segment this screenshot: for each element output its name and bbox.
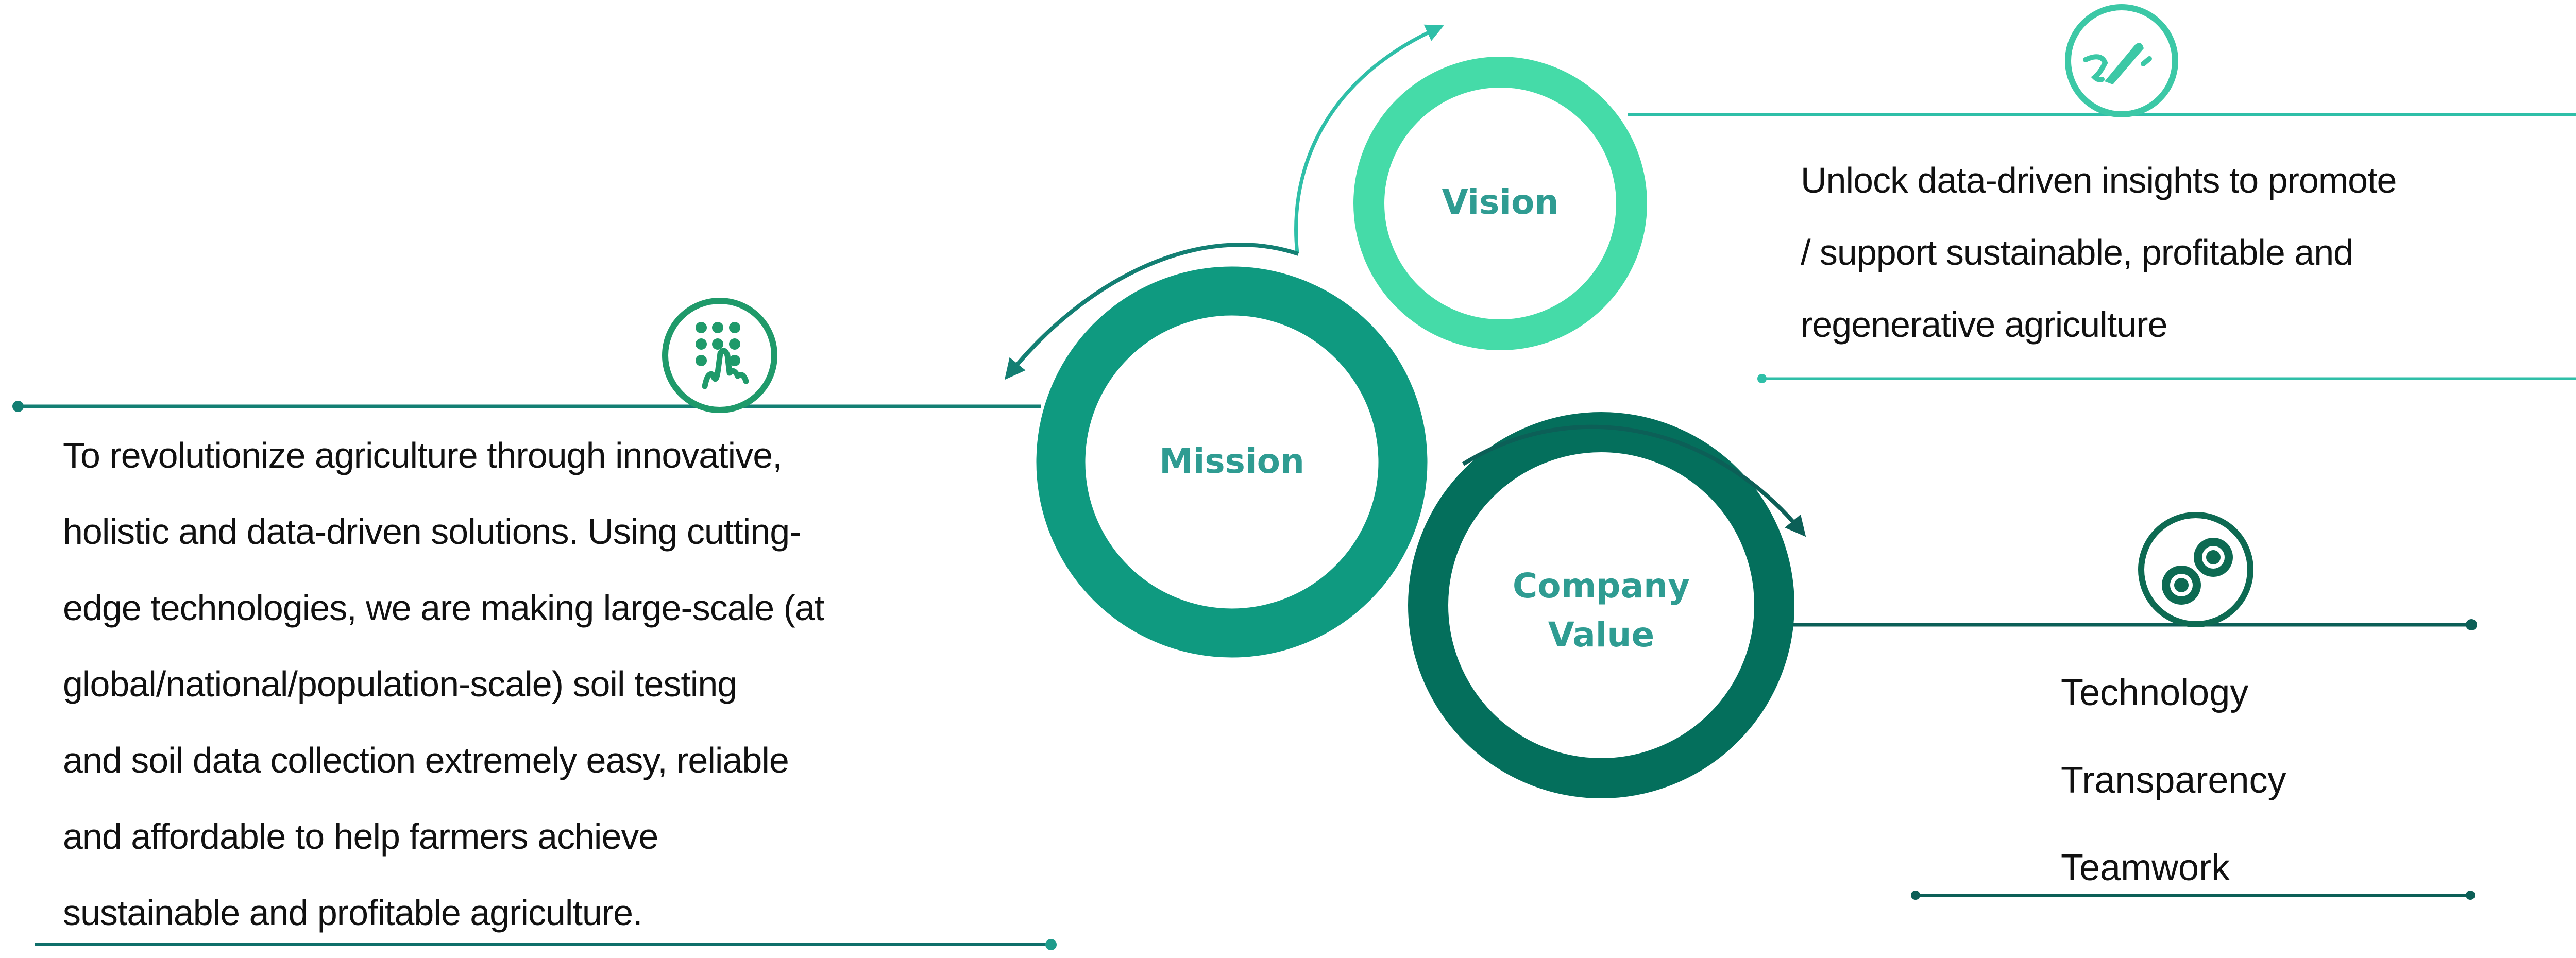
vision-line: Unlock data-driven insights to promote: [1801, 160, 2397, 200]
vision-ring: [1353, 57, 1647, 350]
company-value-item: Teamwork: [2061, 847, 2230, 888]
arrow-mission-to-company-value: [1462, 424, 1806, 537]
mission-line: To revolutionize agriculture through inn…: [63, 435, 783, 475]
mission-ring: [1036, 266, 1428, 658]
company-values-list: Technology Transparency Teamwork: [2061, 649, 2286, 912]
vision-description: Unlock data-driven insights to promote /…: [1801, 144, 2397, 361]
gears-icon: [2138, 512, 2253, 627]
vision-label: Vision: [1442, 182, 1559, 222]
company-value-top-line-end-dot: [2466, 619, 2477, 630]
mission-line: global/national/population-scale) soil t…: [63, 664, 737, 704]
vision-line: / support sustainable, profitable and: [1801, 232, 2353, 272]
mission-line: holistic and data-driven solutions. Usin…: [63, 511, 801, 552]
mission-line: edge technologies, we are making large-s…: [63, 588, 824, 628]
mission-connector: [12, 401, 1057, 950]
keypad-touch-icon: [662, 298, 777, 413]
mission-label: Mission: [1159, 441, 1304, 481]
arrow-vision-to-mission: [1004, 243, 1299, 380]
company-value-connector: [1775, 619, 2477, 900]
company-value-item: Transparency: [2061, 760, 2286, 801]
company-value-label-line1: Company: [1513, 566, 1690, 606]
mission-top-line-start-dot: [12, 401, 24, 412]
mission-description: To revolutionize agriculture through inn…: [63, 417, 824, 951]
mission-bottom-line-end-dot: [1045, 939, 1057, 950]
pen-signature-icon: [2065, 4, 2178, 117]
company-value-item: Technology: [2061, 672, 2249, 713]
mission-line: and affordable to help farmers achieve: [63, 816, 658, 857]
vision-bottom-line-start-dot: [1757, 374, 1767, 383]
vision-line: regenerative agriculture: [1801, 304, 2167, 345]
company-value-ring: [1408, 412, 1794, 798]
mission-line: and soil data collection extremely easy,…: [63, 740, 789, 780]
mission-line: sustainable and profitable agriculture.: [63, 893, 643, 933]
company-value-bottom-line-end-dot: [2466, 891, 2475, 900]
company-value-label-line2: Value: [1548, 615, 1654, 655]
company-value-bottom-line-start-dot: [1911, 891, 1920, 900]
arrow-mission-to-vision: [1294, 24, 1444, 254]
